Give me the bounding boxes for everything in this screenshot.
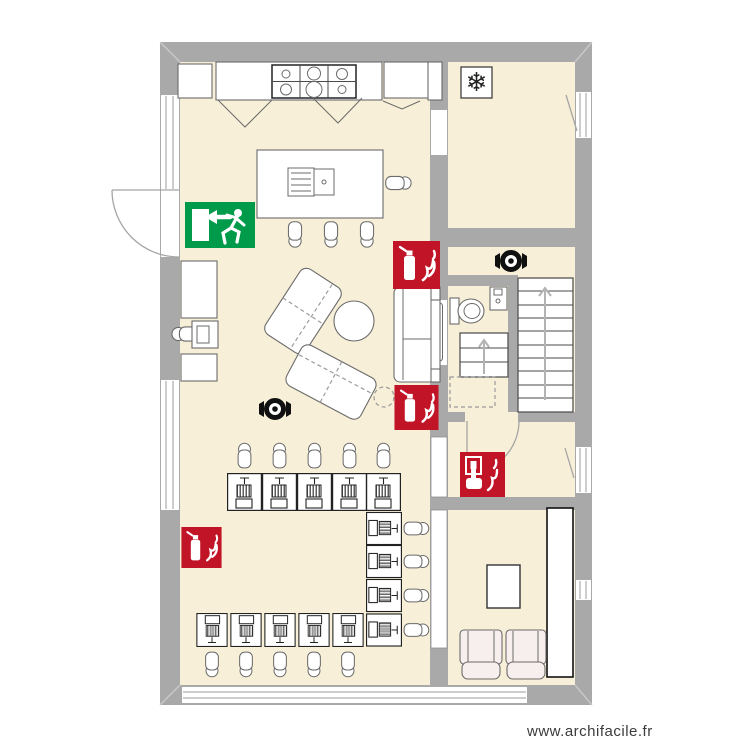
storage-cabinet[interactable] (180, 353, 218, 382)
machine-desk[interactable] (366, 578, 402, 613)
desk-chair[interactable] (205, 651, 219, 678)
desk-chair[interactable] (403, 554, 430, 569)
armchair-with-ottoman[interactable] (459, 629, 503, 680)
cold-room[interactable]: ❄ (460, 66, 493, 99)
bar-stool[interactable] (287, 221, 303, 248)
desk-chair[interactable] (341, 651, 355, 678)
angled-sofa[interactable] (283, 342, 379, 422)
machine-desk[interactable] (262, 473, 297, 511)
machine-desk[interactable] (366, 613, 402, 647)
window-right-landing[interactable] (576, 447, 591, 493)
cold-room-door-opening[interactable] (431, 110, 447, 155)
cabinet-v-mark (312, 97, 363, 124)
window-bottom[interactable] (182, 687, 527, 703)
glazed-partition-lower (430, 509, 448, 649)
cabinet-v-mark (217, 99, 273, 128)
side-table-rect[interactable] (486, 564, 521, 609)
machine-desk[interactable] (227, 473, 262, 511)
emergency-exit-sign[interactable] (185, 202, 255, 248)
wc[interactable] (449, 286, 508, 325)
fire-alarm-call-point-sign[interactable] (460, 452, 505, 497)
wall-sofa[interactable] (393, 286, 441, 383)
armchair-with-ottoman[interactable] (505, 629, 547, 680)
gas-hob[interactable] (271, 64, 357, 99)
desk-chair[interactable] (342, 442, 357, 469)
entrance-door[interactable] (111, 189, 180, 258)
kitchen-island[interactable] (256, 149, 384, 219)
window-right-lounge[interactable] (576, 580, 591, 600)
kitchen-corner-unit[interactable] (427, 61, 443, 101)
desk-chair[interactable] (273, 651, 287, 678)
machine-desk[interactable] (332, 473, 367, 511)
smoke-detector[interactable] (495, 253, 527, 270)
desk-chair[interactable] (307, 651, 321, 678)
snowflake-icon: ❄ (466, 67, 488, 97)
desk-chair[interactable] (403, 588, 430, 603)
machine-desk[interactable] (297, 473, 332, 511)
coldroom-casement-line (565, 94, 578, 132)
machine-desk[interactable] (366, 544, 402, 579)
machine-desk[interactable] (366, 473, 401, 511)
glazed-partition-upper (430, 436, 448, 498)
watermark-link[interactable]: www.archifacile.fr (526, 723, 653, 740)
round-table[interactable] (333, 300, 375, 342)
machine-desk[interactable] (298, 613, 330, 647)
lounge-area[interactable] (262, 265, 441, 422)
entrance-door-opening[interactable] (161, 190, 179, 257)
desk-chair[interactable] (376, 442, 391, 469)
kitchen[interactable] (177, 61, 443, 248)
storage-cabinet[interactable] (180, 260, 218, 319)
small-staircase[interactable] (449, 332, 509, 408)
workstation-with-office-chair[interactable] (171, 320, 219, 349)
snowflake-box[interactable] (460, 66, 493, 99)
bar-stool[interactable] (359, 221, 375, 248)
sink-bowl (313, 168, 335, 196)
kitchen-counter-small[interactable] (177, 63, 213, 99)
fire-extinguisher-sign[interactable] (393, 385, 440, 430)
stair-landing-dashed (449, 376, 496, 408)
machine-desk[interactable] (332, 613, 364, 647)
tall-wardrobe[interactable] (546, 507, 574, 678)
west-wall-furniture[interactable] (171, 260, 219, 382)
window-left-lower[interactable] (161, 380, 179, 510)
hand-basin[interactable] (489, 286, 508, 311)
desk-chair[interactable] (272, 442, 287, 469)
landing-casement-line (564, 447, 575, 479)
island-side-chair[interactable] (385, 175, 412, 191)
dashed-side-table[interactable] (373, 386, 395, 408)
machine-desk[interactable] (230, 613, 262, 647)
window-right-coldroom[interactable] (576, 92, 591, 138)
angled-sofa[interactable] (262, 265, 345, 357)
desk-chair[interactable] (403, 521, 430, 536)
desk-chair[interactable] (239, 651, 253, 678)
fire-extinguisher-sign[interactable] (180, 527, 223, 568)
window-left-upper[interactable] (161, 95, 179, 190)
main-staircase[interactable] (517, 277, 574, 413)
cabinet-v-mark (382, 100, 421, 110)
windows-and-openings[interactable] (161, 92, 591, 703)
smoke-detector[interactable] (259, 401, 291, 418)
toilet[interactable] (449, 297, 485, 325)
desk-chair[interactable] (307, 442, 322, 469)
machine-desk[interactable] (264, 613, 296, 647)
machine-desk[interactable] (196, 613, 228, 647)
desk-chair[interactable] (237, 442, 252, 469)
lounge-room[interactable] (459, 507, 574, 680)
desk-chair[interactable] (403, 623, 430, 637)
fire-extinguisher-sign[interactable] (393, 241, 440, 289)
landing-door-opening[interactable] (465, 412, 518, 422)
machine-desk[interactable] (366, 511, 402, 546)
bar-stool[interactable] (323, 221, 339, 248)
